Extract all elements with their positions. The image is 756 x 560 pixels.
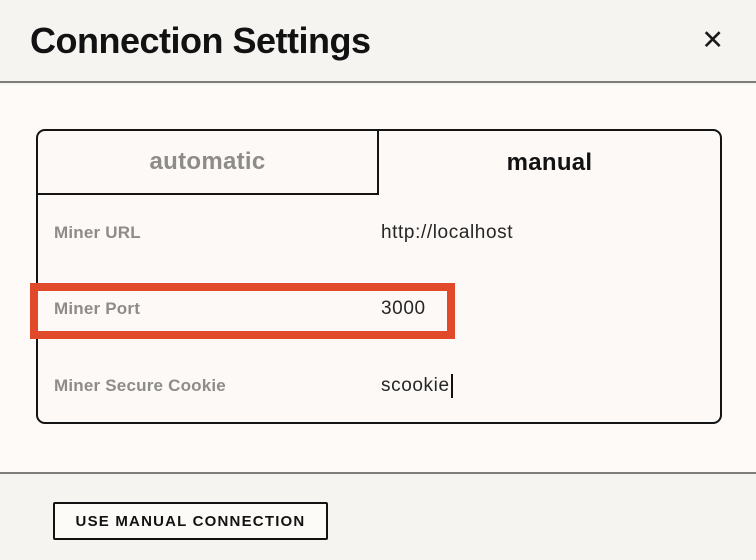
dialog-title: Connection Settings bbox=[30, 19, 371, 61]
tab-bar: automatic manual bbox=[38, 131, 720, 195]
miner-port-label: Miner Port bbox=[54, 299, 141, 319]
miner-url-input[interactable]: http://localhost bbox=[379, 222, 720, 244]
tab-automatic[interactable]: automatic bbox=[38, 131, 379, 195]
tab-manual[interactable]: manual bbox=[506, 149, 593, 176]
miner-url-value: http://localhost bbox=[381, 222, 514, 244]
miner-port-input[interactable]: 3000 bbox=[379, 298, 720, 320]
miner-port-row: Miner Port 3000 bbox=[38, 271, 720, 347]
settings-rows: Miner URL http://localhost Miner Port 30… bbox=[38, 195, 720, 424]
miner-secure-cookie-row: Miner Secure Cookie scookie bbox=[38, 348, 720, 424]
miner-secure-cookie-input[interactable]: scookie bbox=[379, 373, 720, 398]
miner-url-label: Miner URL bbox=[54, 223, 141, 243]
connection-settings-panel: automatic manual Miner URL http://localh… bbox=[36, 129, 722, 424]
miner-url-row: Miner URL http://localhost bbox=[38, 195, 720, 271]
miner-secure-cookie-label: Miner Secure Cookie bbox=[54, 375, 226, 395]
use-manual-connection-button[interactable]: USE MANUAL CONNECTION bbox=[53, 502, 328, 540]
dialog-header: Connection Settings ✕ bbox=[0, 0, 756, 83]
miner-port-value: 3000 bbox=[381, 298, 426, 320]
close-icon[interactable]: ✕ bbox=[701, 25, 724, 55]
dialog-footer: USE MANUAL CONNECTION bbox=[0, 472, 756, 560]
text-caret bbox=[450, 373, 453, 398]
miner-secure-cookie-value: scookie bbox=[381, 374, 450, 396]
